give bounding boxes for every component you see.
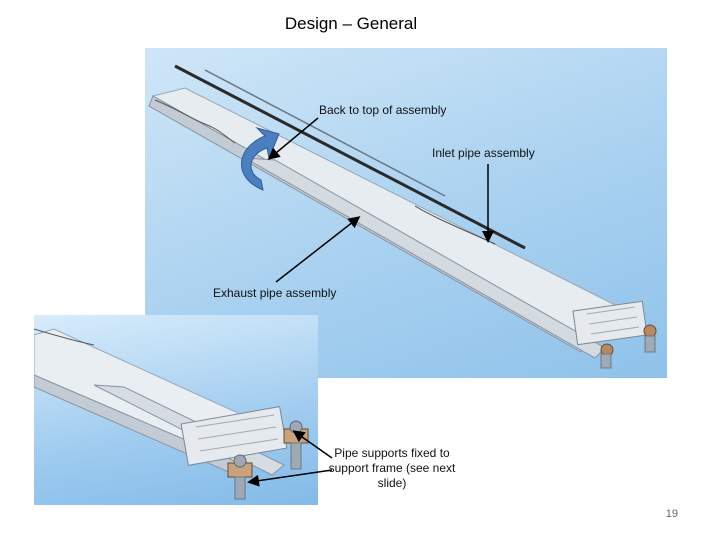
callout-inlet-pipe: Inlet pipe assembly bbox=[432, 146, 535, 160]
inlet-pipe-rod bbox=[174, 64, 526, 250]
slide-title: Design – General bbox=[284, 14, 418, 33]
cable-bundle bbox=[154, 99, 236, 144]
end-block-grid bbox=[586, 306, 640, 335]
rotate-arrow-icon bbox=[241, 127, 280, 191]
arrow-back-to-top bbox=[267, 117, 319, 160]
support-leg bbox=[600, 353, 612, 369]
support-leg bbox=[234, 476, 246, 500]
callout-back-to-top: Back to top of assembly bbox=[319, 103, 447, 117]
support-leg bbox=[644, 335, 656, 353]
inlet-pipe-rod-2 bbox=[204, 69, 446, 197]
support-leg bbox=[290, 442, 302, 470]
callout-exhaust-pipe: Exhaust pipe assembly bbox=[213, 286, 337, 300]
callout-pipe-supports: Pipe supports fixed to support frame (se… bbox=[328, 446, 456, 490]
arrow-exhaust-pipe bbox=[275, 216, 361, 283]
assembly-render-inset bbox=[34, 315, 318, 505]
inset-end-grid bbox=[195, 414, 279, 452]
inset-cable bbox=[34, 328, 95, 346]
page-number: 19 bbox=[665, 508, 678, 520]
bolt-head bbox=[233, 454, 247, 468]
arrow-support-2 bbox=[247, 469, 333, 487]
inset-render-drawing bbox=[34, 328, 309, 500]
arrow-support-1 bbox=[292, 430, 333, 459]
